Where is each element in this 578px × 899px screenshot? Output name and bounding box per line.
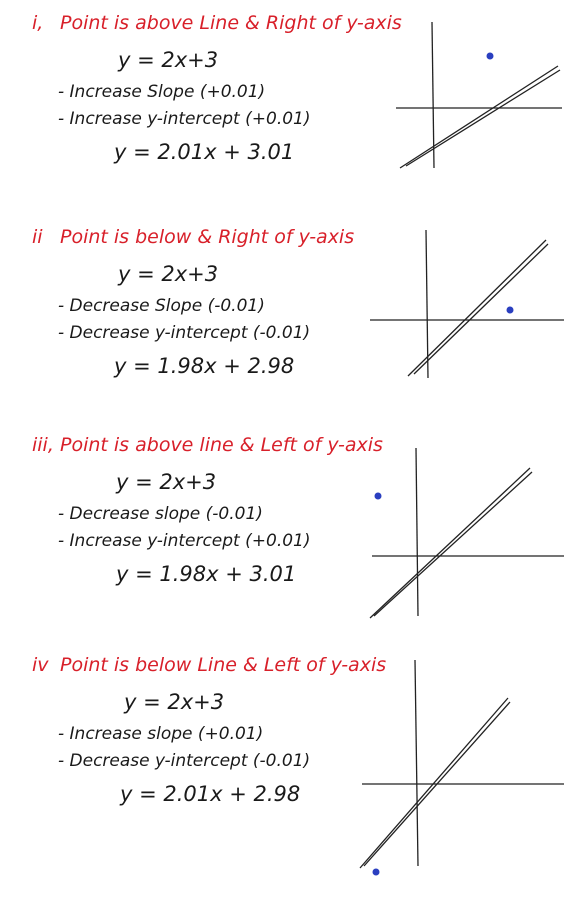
- y-axis: [415, 447, 419, 617]
- original-equation: y = 2x+3: [116, 470, 217, 494]
- case-graph: [370, 229, 564, 379]
- case-graph: [359, 659, 564, 876]
- slope-step: - Decrease Slope (-0.01): [58, 296, 265, 316]
- original-equation: y = 2x+3: [118, 262, 219, 286]
- intercept-step: - Increase y-intercept (+0.01): [58, 109, 311, 129]
- slope-step: - Increase Slope (+0.01): [58, 82, 266, 102]
- case-heading: Point is above line & Left of y-axis: [60, 434, 383, 456]
- case-1: i, Point is above Line & Right of y-axis…: [0, 8, 578, 223]
- intercept-step: - Decrease y-intercept (-0.01): [58, 751, 311, 771]
- adjusted-line: [413, 243, 549, 375]
- data-point: [374, 492, 382, 500]
- case-3: iii, Point is above line & Left of y-axi…: [0, 430, 578, 645]
- intercept-step: - Decrease y-intercept (-0.01): [58, 323, 311, 343]
- case-numeral: iv: [32, 654, 49, 676]
- case-numeral: ii: [32, 226, 43, 248]
- original-equation: y = 2x+3: [118, 48, 219, 72]
- adjusted-equation: y = 1.98x + 3.01: [116, 562, 297, 586]
- trend-line: [399, 65, 559, 169]
- case-heading: Point is below & Right of y-axis: [60, 226, 355, 248]
- data-point: [506, 306, 514, 314]
- case-numeral: i,: [32, 12, 44, 34]
- adjusted-line: [405, 69, 561, 167]
- trend-line: [407, 239, 547, 377]
- adjusted-equation: y = 2.01x + 3.01: [114, 140, 295, 164]
- slope-step: - Increase slope (+0.01): [58, 724, 264, 744]
- y-axis: [425, 229, 429, 379]
- trend-line: [369, 467, 531, 619]
- case-2: ii Point is below & Right of y-axis y = …: [0, 222, 578, 437]
- trend-line: [359, 697, 509, 869]
- adjusted-line: [363, 701, 511, 867]
- intercept-step: - Increase y-intercept (+0.01): [58, 531, 311, 551]
- data-point: [372, 868, 380, 876]
- case-4: iv Point is below Line & Left of y-axis …: [0, 650, 578, 876]
- y-axis: [414, 659, 419, 867]
- slope-step: - Decrease slope (-0.01): [58, 504, 263, 524]
- adjusted-equation: y = 2.01x + 2.98: [120, 782, 301, 806]
- data-point: [486, 52, 494, 60]
- y-axis: [431, 21, 435, 169]
- case-graph: [396, 21, 562, 169]
- case-heading: Point is below Line & Left of y-axis: [60, 654, 387, 676]
- case-numeral: iii,: [32, 434, 54, 456]
- case-heading: Point is above Line & Right of y-axis: [60, 12, 402, 34]
- case-graph: [369, 447, 564, 619]
- adjusted-equation: y = 1.98x + 2.98: [114, 354, 295, 378]
- original-equation: y = 2x+3: [124, 690, 225, 714]
- adjusted-line: [373, 471, 533, 617]
